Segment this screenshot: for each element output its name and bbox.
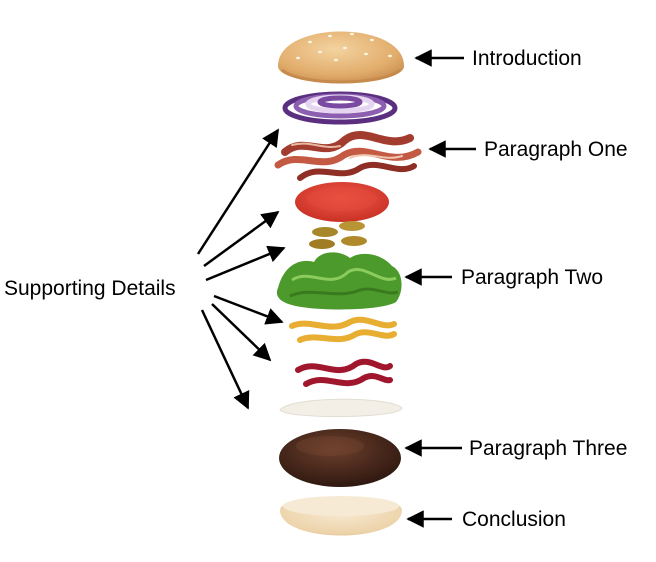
- arrow-to-ketchup: [211, 303, 272, 362]
- mustard-drizzle: [289, 316, 397, 343]
- bottom-bun: [280, 496, 402, 536]
- label-paragraph-one: Paragraph One: [484, 138, 628, 161]
- burger-patty: [279, 429, 401, 487]
- label-conclusion: Conclusion: [462, 508, 566, 531]
- arrow-to-bacon: [196, 128, 280, 255]
- arrow-to-mustard: [213, 294, 284, 325]
- arrow-to-tomato: [203, 210, 280, 268]
- label-introduction: Introduction: [472, 47, 582, 70]
- label-paragraph-three: Paragraph Three: [469, 437, 628, 460]
- label-supporting-details: Supporting Details: [4, 277, 176, 300]
- bacon-layer: [274, 131, 422, 181]
- tomato-slice: [295, 182, 389, 222]
- mayo-spread: [279, 398, 403, 418]
- arrow-to-lettuce: [205, 245, 286, 282]
- arrow-to-mayo: [200, 309, 250, 410]
- supporting-details-arrows: [196, 128, 286, 410]
- label-arrows: [404, 49, 476, 528]
- top-bun: [278, 31, 404, 84]
- onion-layer: [282, 91, 398, 125]
- ketchup-drizzle: [295, 358, 393, 387]
- label-paragraph-two: Paragraph Two: [461, 266, 604, 289]
- lettuce-leaf: [276, 252, 402, 310]
- pickle-slices: [309, 221, 367, 249]
